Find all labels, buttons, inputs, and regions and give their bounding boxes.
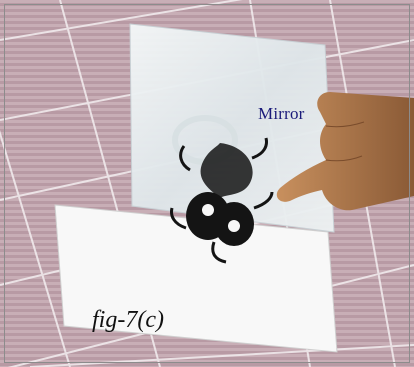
mirror-label: Mirror [258,104,305,124]
figure-caption: fig-7(c) [92,307,164,334]
